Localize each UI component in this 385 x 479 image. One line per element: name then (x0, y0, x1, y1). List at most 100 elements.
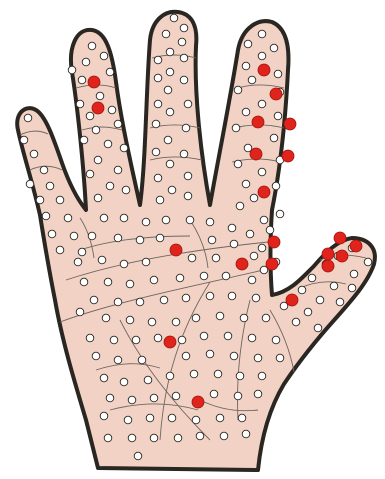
open-point (164, 86, 172, 94)
open-point (182, 124, 190, 132)
open-point (274, 112, 282, 120)
open-point (166, 372, 174, 380)
open-point (166, 108, 174, 116)
open-point (244, 40, 252, 48)
open-point (154, 174, 162, 182)
marked-point (268, 236, 280, 248)
open-point (104, 140, 112, 148)
open-point (276, 354, 284, 362)
open-point (184, 172, 192, 180)
marked-point (286, 294, 298, 306)
open-point (156, 234, 164, 242)
open-point (88, 42, 96, 50)
open-point (236, 202, 244, 210)
open-point (126, 316, 134, 324)
open-point (124, 416, 132, 424)
open-point (132, 336, 140, 344)
open-point (114, 120, 122, 128)
open-point (184, 192, 192, 200)
open-point (114, 298, 122, 306)
open-point (46, 182, 54, 190)
marked-point (88, 76, 100, 88)
open-point (120, 260, 128, 268)
open-point (144, 376, 152, 384)
open-point (180, 76, 188, 84)
open-point (186, 216, 194, 224)
open-point (270, 44, 278, 52)
open-point (160, 296, 168, 304)
marked-point (236, 258, 248, 270)
open-point (304, 308, 312, 316)
open-point (262, 314, 270, 322)
open-point (68, 66, 76, 74)
open-point (94, 156, 102, 164)
marked-point (336, 250, 348, 262)
open-point (272, 336, 280, 344)
open-point (242, 108, 250, 116)
open-point (242, 62, 250, 70)
open-point (252, 294, 260, 302)
open-point (248, 76, 256, 84)
open-point (100, 374, 108, 382)
open-point (174, 434, 182, 442)
open-point (78, 76, 86, 84)
open-point (48, 230, 56, 238)
open-point (100, 52, 108, 60)
open-point (150, 276, 158, 284)
open-point (192, 314, 200, 322)
open-point (136, 236, 144, 244)
open-point (206, 292, 214, 300)
open-point (298, 286, 306, 294)
open-point (20, 136, 28, 144)
open-point (64, 214, 72, 222)
open-point (134, 452, 142, 460)
open-point (364, 258, 372, 266)
open-point (74, 258, 82, 266)
open-point (120, 144, 128, 152)
open-point (182, 294, 190, 302)
open-point (292, 318, 300, 326)
open-point (154, 334, 162, 342)
open-point (150, 394, 158, 402)
marked-point (350, 240, 362, 252)
marked-point (284, 118, 296, 130)
open-point (208, 236, 216, 244)
open-point (236, 372, 244, 380)
open-point (330, 282, 338, 290)
open-point (188, 254, 196, 262)
open-point (258, 168, 266, 176)
open-point (106, 394, 114, 402)
marked-point (322, 248, 334, 260)
open-point (94, 194, 102, 202)
open-point (110, 336, 118, 344)
open-point (228, 224, 236, 232)
open-point (150, 434, 158, 442)
open-point (102, 314, 110, 322)
open-point (222, 272, 230, 280)
marked-point (334, 232, 346, 244)
open-point (166, 160, 174, 168)
open-point (172, 392, 180, 400)
open-point (114, 234, 122, 242)
open-point (176, 274, 184, 282)
open-point (98, 256, 106, 264)
open-point (36, 196, 44, 204)
open-point (272, 182, 280, 190)
open-point (126, 280, 134, 288)
open-point (254, 354, 262, 362)
open-point (276, 210, 284, 218)
open-point (170, 14, 178, 22)
open-point (178, 38, 186, 46)
open-point (184, 100, 192, 108)
open-point (254, 390, 262, 398)
marked-point (282, 150, 294, 162)
open-point (258, 244, 266, 252)
open-point (234, 160, 242, 168)
open-point (178, 336, 186, 344)
open-point (192, 416, 200, 424)
open-point (86, 112, 94, 120)
open-point (154, 100, 162, 108)
open-point (168, 186, 176, 194)
open-point (86, 170, 94, 178)
open-point (230, 240, 238, 248)
